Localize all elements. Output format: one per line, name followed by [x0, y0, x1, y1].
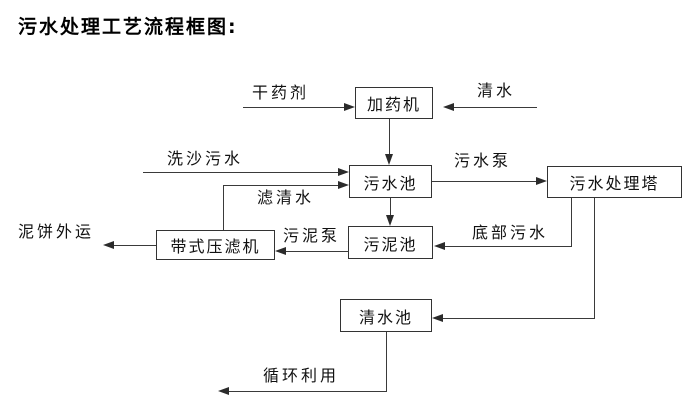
page-title: 污水处理工艺流程框图: — [18, 16, 238, 38]
arrowhead-down-icon — [385, 154, 393, 165]
edge-tower-to-cleanpool-vline — [594, 198, 595, 318]
edge-dry-chemical-line — [243, 107, 344, 108]
arrowhead-left-icon — [434, 242, 445, 250]
edge-tower-to-cleanpool-line — [443, 318, 595, 319]
edge-label-recycled-use: 循环利用 — [263, 366, 340, 385]
arrowhead-left-icon — [443, 103, 454, 111]
arrowhead-left-icon — [275, 247, 286, 255]
arrowhead-right-icon — [338, 181, 349, 189]
edge-sludge-pump-line — [286, 251, 349, 252]
edge-dosing-to-sewage-line — [389, 119, 390, 154]
edge-filtered-water-line — [223, 185, 338, 186]
edge-clean-water-line — [454, 107, 537, 108]
node-sewage-pool: 污水池 — [349, 165, 432, 198]
edge-label-sand-washing-sewage: 洗沙污水 — [167, 149, 244, 168]
edge-label-sewage-pump: 污水泵 — [454, 151, 512, 170]
arrowhead-down-icon — [386, 215, 394, 226]
edge-label-sludge-pump: 污泥泵 — [283, 226, 341, 245]
node-treatment-tower: 污水处理塔 — [547, 166, 682, 198]
edge-recycle-line — [229, 391, 387, 392]
edge-press-up-line — [223, 185, 224, 230]
edge-label-mud-cake: 泥饼外运 — [18, 222, 95, 241]
edge-label-clean-water: 清水 — [477, 81, 516, 100]
node-belt-filter-press: 带式压滤机 — [156, 230, 275, 260]
edge-mud-cake-line — [114, 245, 156, 246]
arrowhead-left-icon — [103, 241, 114, 249]
edge-cleanpool-down-line — [386, 332, 387, 391]
edge-label-bottom-sewage: 底部污水 — [472, 223, 549, 242]
edge-label-filtered-water: 滤清水 — [257, 188, 315, 207]
arrowhead-right-icon — [338, 168, 349, 176]
node-clean-water-pool: 清水池 — [340, 299, 432, 332]
arrowhead-right-icon — [344, 103, 355, 111]
node-dosing-machine: 加药机 — [355, 87, 433, 119]
edge-bottom-sewage-vline — [571, 198, 572, 246]
edge-sewage-pump-line — [432, 181, 536, 182]
edge-sand-washing-line — [143, 172, 338, 173]
edge-label-dry-chemical: 干药剂 — [252, 83, 310, 102]
node-sludge-pool: 污泥池 — [348, 226, 433, 259]
edge-bottom-sewage-line — [445, 246, 572, 247]
arrowhead-left-icon — [218, 387, 229, 395]
edge-sewage-to-sludge-line — [390, 198, 391, 215]
arrowhead-left-icon — [432, 314, 443, 322]
arrowhead-right-icon — [536, 177, 547, 185]
